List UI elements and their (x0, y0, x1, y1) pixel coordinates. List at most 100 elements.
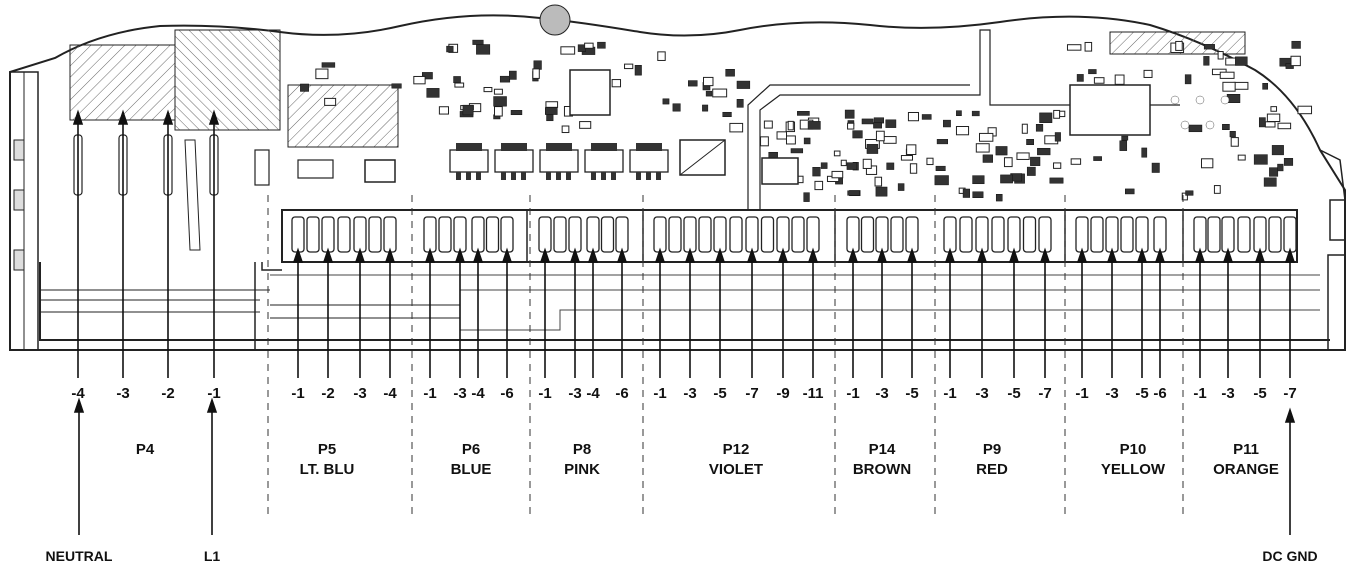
pin-label: -1 (538, 385, 552, 402)
pin-arrow (1222, 247, 1234, 378)
pin-arrow (876, 247, 888, 378)
pin-arrows (72, 109, 1296, 535)
callout-arrow (206, 397, 218, 535)
pin-label: -6 (500, 385, 514, 402)
connector-header: P4 (136, 440, 154, 460)
callout-arrow (1284, 407, 1296, 535)
connector-name: P14 (868, 441, 896, 458)
connector-slot (291, 216, 305, 253)
pin-arrow (424, 247, 436, 378)
connector-slot (776, 216, 790, 253)
connector-slot (321, 216, 335, 253)
connector-slot (353, 216, 367, 253)
pin-label: -11 (802, 385, 824, 402)
pin-label: -1 (207, 385, 221, 402)
pin-label: -2 (321, 385, 335, 402)
pin-label: -1 (291, 385, 305, 402)
pin-arrow (569, 247, 581, 378)
wire-color: LT. BLU (299, 461, 355, 478)
connector-slot (1075, 216, 1089, 253)
pin-arrow (1008, 247, 1020, 378)
pin-arrow (162, 109, 174, 378)
pin-arrow (684, 247, 696, 378)
pin-arrow (746, 247, 758, 378)
connector-slot (538, 216, 552, 253)
pin-label: -7 (1283, 385, 1297, 402)
pin-label: -5 (1007, 385, 1021, 402)
l1-label: L1 (203, 548, 221, 564)
connector-slot (471, 216, 485, 253)
connector-slot (453, 216, 467, 253)
pin-arrow (1039, 247, 1051, 378)
connector-slot (791, 216, 805, 253)
pin-label: -3 (116, 385, 130, 402)
pin-arrow (454, 247, 466, 378)
connector-name: P5 (317, 441, 337, 458)
connector-slot (760, 216, 775, 253)
connector-slot (553, 216, 567, 253)
pin-label: -3 (975, 385, 989, 402)
pin-arrow (714, 247, 726, 378)
connector-name: P9 (982, 441, 1002, 458)
pin-label: -7 (1038, 385, 1052, 402)
neutral-label: NEUTRAL (45, 548, 113, 564)
pin-label: -7 (745, 385, 759, 402)
connector-slot (586, 216, 600, 253)
connector-slot (337, 216, 351, 253)
pin-arrow (384, 247, 396, 378)
connector-slot (568, 216, 582, 253)
pin-arrow (1154, 247, 1166, 378)
connector-slot (1022, 216, 1037, 253)
connector-slot (1090, 216, 1104, 253)
connector-slot (875, 216, 889, 253)
pin-arrow (1254, 247, 1266, 378)
connector-slot (423, 216, 437, 253)
connector-slot (653, 216, 667, 253)
connector-name: P6 (461, 441, 481, 458)
pin-label: -5 (905, 385, 919, 402)
wire-color: YELLOW (1100, 461, 1166, 478)
connector-slot (368, 216, 382, 253)
connector-name: P8 (572, 441, 592, 458)
connector-slot (1120, 216, 1134, 253)
connector-name: P12 (722, 441, 750, 458)
connector-slot (500, 216, 514, 253)
pin-arrow (1284, 247, 1296, 378)
connector-slot (1105, 216, 1119, 253)
pin-arrow (117, 109, 129, 378)
regulator-row (449, 143, 669, 180)
pin-arrow (292, 247, 304, 378)
connector-slot (1135, 216, 1149, 253)
pin-arrow (847, 247, 859, 378)
connector-slot (668, 216, 682, 253)
pin-label: -3 (1105, 385, 1119, 402)
connector-slot (1221, 216, 1235, 253)
pin-label: -1 (846, 385, 860, 402)
pin-label: -1 (1193, 385, 1207, 402)
connector-separators (267, 195, 1184, 515)
connector-slot (683, 216, 697, 253)
pin-arrow (472, 247, 484, 378)
pin-label: -4 (586, 385, 600, 402)
connector-slot (729, 216, 743, 253)
pin-arrow (354, 247, 366, 378)
pin-label: -4 (71, 385, 85, 402)
connector-housing (281, 209, 1298, 263)
pin-arrow (208, 109, 220, 378)
pin-label: -3 (683, 385, 697, 402)
pin-arrow (72, 109, 84, 378)
pin-label: -6 (615, 385, 629, 402)
connector-slot (890, 216, 904, 253)
pin-label: -3 (1221, 385, 1235, 402)
wire-color: VIOLET (708, 461, 764, 478)
pin-arrow (1106, 247, 1118, 378)
connector-slot (306, 216, 320, 253)
connector-slot (1153, 216, 1167, 253)
pin-arrow (1194, 247, 1206, 378)
